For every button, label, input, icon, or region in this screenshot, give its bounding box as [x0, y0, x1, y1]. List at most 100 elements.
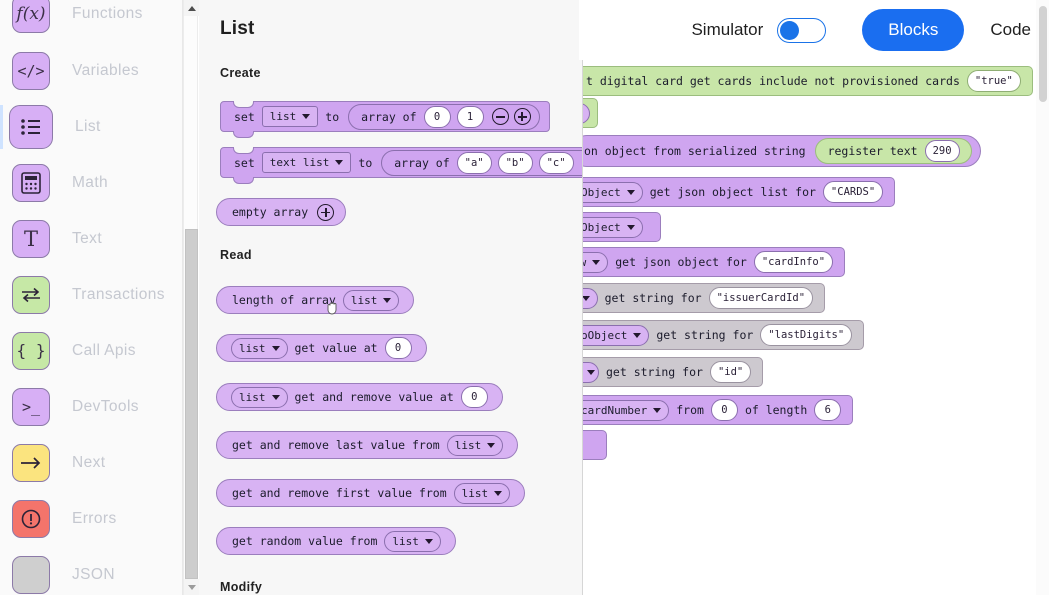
sidebar-scrollbar[interactable] [183, 0, 199, 595]
block-dropdown-field[interactable]: list [261, 106, 319, 127]
workspace-block-partial-bottom[interactable] [583, 430, 607, 460]
block-value-field[interactable]: 0 [710, 399, 738, 421]
workspace-block-orphan-green[interactable] [583, 98, 598, 128]
code-tab-button[interactable]: Code [990, 20, 1031, 39]
workspace-block-cardnumber-substring[interactable]: cardNumber from 0 of length 6 [583, 395, 854, 425]
sidebar-item-json[interactable]: JSON [0, 547, 182, 595]
nested-block-value-field[interactable]: 290 [924, 140, 960, 162]
sidebar-item-errors[interactable]: Errors [0, 491, 182, 547]
block-index-field[interactable]: 0 [460, 386, 488, 408]
block-value-field[interactable]: "CARDS" [822, 181, 884, 203]
block-label: on object from serialized string [584, 144, 806, 158]
flyout-block-get-and-remove-value-at[interactable]: list get and remove value at 0 [216, 383, 503, 411]
block-label: get value at [294, 341, 378, 355]
array-item-field-1[interactable]: 1 [456, 105, 484, 128]
flyout-block-get-and-remove-last-value[interactable]: get and remove last value from list [216, 431, 519, 459]
sidebar-item-devtools[interactable]: >_ DevTools [0, 379, 182, 435]
chevron-down-icon [302, 114, 311, 119]
block-dropdown-field[interactable]: list [384, 530, 441, 552]
workspace-scrollbar[interactable] [1036, 0, 1049, 595]
dropdown-label: cardNumber [583, 403, 648, 417]
block-dropdown-field[interactable]: t [583, 287, 598, 309]
mutator-minus-icon[interactable] [491, 108, 509, 125]
block-value-field[interactable]: "issuerCardId" [708, 287, 814, 309]
flyout-block-get-random-value[interactable]: get random value from list [216, 527, 456, 555]
workspace-block-json-object-from-string[interactable]: on object from serialized string registe… [583, 135, 981, 167]
workspace-block-object-dropdown-row[interactable]: Object [583, 212, 661, 242]
sidebar-item-math[interactable]: Math [0, 155, 182, 211]
list-category-flyout: List Create set list to array of 0 1 set… [199, 0, 583, 595]
workspace-block-digital-card-get-cards[interactable]: t digital card get cards include not pro… [583, 66, 1033, 96]
workspace-block-get-string-lastdigits[interactable]: oObject get string for "lastDigits" [583, 320, 865, 350]
flyout-block-get-value-at[interactable]: list get value at 0 [216, 334, 427, 362]
flyout-block-set-list-array[interactable]: set list to array of 0 1 [220, 100, 550, 138]
arrow-right-icon [12, 444, 50, 482]
flyout-block-length-of-array[interactable]: length of array list [216, 286, 415, 314]
dropdown-label: list [454, 438, 482, 452]
block-value-field[interactable]: "true" [966, 70, 1021, 92]
sidebar-item-next[interactable]: Next [0, 435, 182, 491]
mutator-plus-icon[interactable] [513, 108, 531, 125]
nested-block-register-text[interactable]: register text 290 [814, 138, 972, 164]
json-icon [12, 556, 50, 594]
workspace-block-get-json-object-list[interactable]: Object get json object list for "CARDS" [583, 177, 896, 207]
sidebar-item-text[interactable]: T Text [0, 211, 182, 267]
block-value-field-2[interactable]: 6 [814, 399, 842, 421]
chevron-down-icon [271, 394, 280, 400]
chevron-down-icon [653, 407, 662, 413]
nested-block-array-of[interactable]: array of "a" "b" "c" [381, 149, 582, 176]
block-dropdown-field[interactable]: ow [583, 251, 609, 273]
array-item-field-0[interactable]: 0 [423, 105, 451, 128]
sidebar-item-list[interactable]: List [0, 99, 182, 155]
block-index-field[interactable]: 0 [384, 337, 412, 359]
block-dropdown-field[interactable]: Object [583, 216, 643, 238]
sidebar-scrollbar-thumb[interactable] [185, 229, 198, 579]
scroll-up-button[interactable] [184, 0, 199, 16]
block-dropdown-field[interactable]: list [231, 386, 288, 408]
dropdown-label: oObject [583, 328, 628, 342]
block-dropdown-field[interactable]: cardNumber [583, 399, 670, 421]
top-header: Simulator Blocks Code [691, 0, 1049, 60]
flyout-block-empty-array[interactable]: empty array [216, 198, 347, 226]
blocks-workspace[interactable]: t digital card get cards include not pro… [583, 0, 1049, 595]
simulator-toggle[interactable] [777, 17, 827, 43]
block-value-field[interactable]: "id" [709, 361, 752, 383]
section-header-read: Read [220, 248, 252, 262]
block-value-field[interactable]: "lastDigits" [760, 324, 853, 346]
letter-t-icon: T [12, 220, 50, 258]
array-item-field-0[interactable]: "a" [456, 151, 492, 174]
block-dropdown-field[interactable]: list [231, 337, 288, 359]
mutator-minus-icon[interactable] [581, 154, 582, 171]
flyout-block-set-text-list-array[interactable]: set text list to array of "a" "b" "c" [220, 146, 582, 184]
block-label: from [676, 403, 704, 417]
block-dropdown-field[interactable]: list [453, 482, 511, 504]
block-dropdown-field[interactable] [583, 102, 590, 124]
workspace-block-get-json-object-cardinfo[interactable]: ow get json object for "cardInfo" [583, 247, 846, 277]
block-dropdown-field[interactable]: oObject [583, 324, 650, 346]
sidebar-item-functions[interactable]: f(x) Functions [0, 0, 182, 42]
sidebar-item-label: DevTools [72, 398, 139, 415]
array-item-field-1[interactable]: "b" [497, 151, 533, 174]
mutator-plus-icon[interactable] [317, 203, 335, 221]
sidebar-item-transactions[interactable]: Transactions [0, 267, 182, 323]
block-value-field[interactable]: "cardInfo" [753, 251, 834, 273]
block-dropdown-field[interactable]: text list [261, 152, 352, 173]
workspace-scrollbar-thumb[interactable] [1039, 6, 1047, 102]
blocks-tab-button[interactable]: Blocks [862, 9, 965, 51]
block-dropdown-field[interactable]: Object [583, 181, 643, 203]
flyout-block-get-and-remove-first-value[interactable]: get and remove first value from list [216, 479, 526, 507]
dropdown-label: Object [583, 185, 621, 199]
scroll-down-button[interactable] [184, 579, 199, 595]
nested-block-array-of[interactable]: array of 0 1 [348, 103, 540, 130]
block-label: get string for [656, 328, 754, 342]
block-dropdown-field[interactable]: list [446, 434, 504, 456]
sidebar-item-variables[interactable]: </> Variables [0, 43, 182, 99]
chevron-down-icon [494, 490, 503, 496]
block-dropdown-field[interactable]: list [342, 289, 400, 311]
workspace-block-get-string-issuercardid[interactable]: t get string for "issuerCardId" [583, 283, 826, 313]
workspace-block-get-string-id[interactable]: get string for "id" [583, 357, 764, 387]
array-item-field-2[interactable]: "c" [538, 151, 574, 174]
sidebar-item-call-apis[interactable]: { } Call Apis [0, 323, 182, 379]
block-dropdown-field[interactable] [583, 361, 599, 383]
